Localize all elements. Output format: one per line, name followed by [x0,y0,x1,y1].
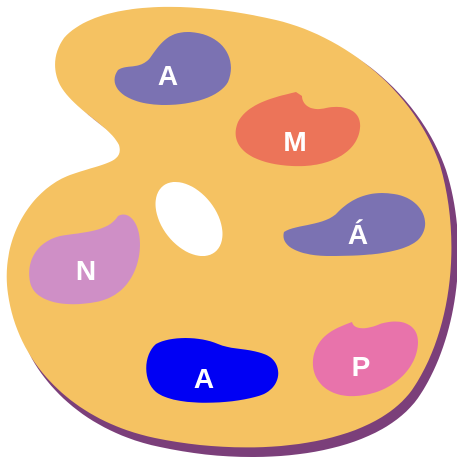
paint-blob-letter: A [158,60,178,91]
paint-blob [312,321,418,397]
paint-blob-a-bottom[interactable]: A [146,338,279,403]
paint-blob-letter: P [352,351,371,382]
paint-blob-p[interactable]: P [312,321,418,397]
paint-blob-m[interactable]: M [235,92,361,167]
thumb-hole [155,181,223,257]
paint-blob-a-top[interactable]: A [114,31,231,106]
paint-blob-letter: A [194,363,214,394]
paint-blob [29,214,141,305]
paint-blob [114,31,231,106]
paint-blob-letter: M [283,126,306,157]
paint-blob [235,92,361,167]
paint-blob [283,192,426,256]
paint-blob-letter: Á [348,219,368,250]
paint-blob-n[interactable]: N [29,214,141,305]
paint-blob [146,338,279,403]
paint-blob-a-accent[interactable]: Á [283,192,426,256]
paint-blob-letter: N [76,255,96,286]
